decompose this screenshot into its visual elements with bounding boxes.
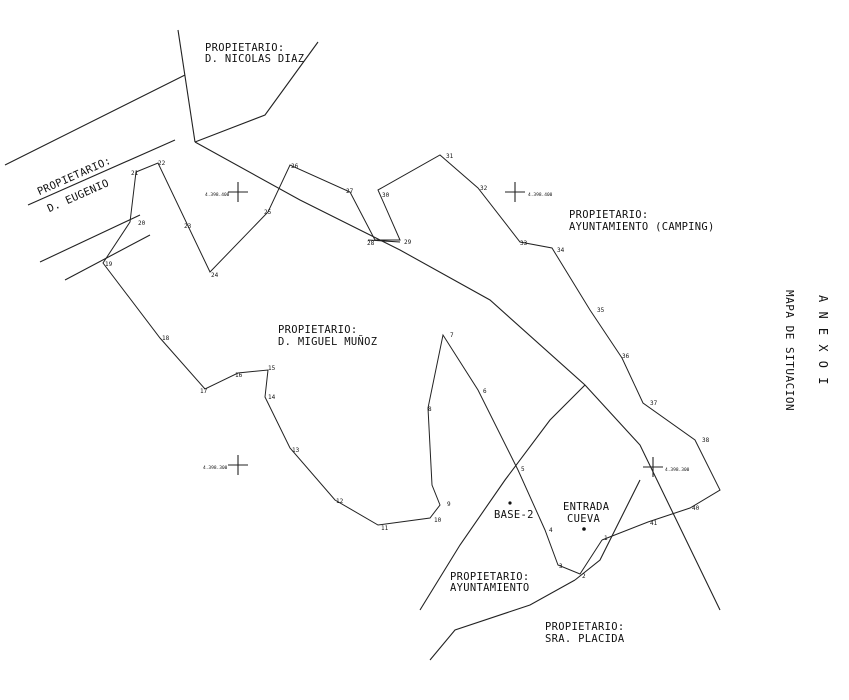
grid-cross-nw: 4.398.400 — [205, 182, 248, 202]
station-25: 25 — [264, 209, 272, 216]
station-7: 7 — [450, 332, 454, 339]
station-11: 11 — [381, 525, 389, 532]
grid-cross-se: 4.398.300 — [643, 457, 690, 477]
station-22: 22 — [158, 160, 166, 167]
station-13: 13 — [292, 447, 300, 454]
station-18: 18 — [162, 335, 170, 342]
boundary-road-nicolas — [194, 41, 319, 143]
station-6: 6 — [483, 388, 487, 395]
base-marker — [508, 501, 512, 505]
station-38: 38 — [702, 437, 710, 444]
entrance-label-line1: ENTRADA — [563, 501, 610, 513]
owner-ayuntamiento-title: PROPIETARIO: — [450, 571, 530, 583]
station-20: 20 — [138, 220, 146, 227]
station-10: 10 — [434, 517, 442, 524]
annex-title: A N E X O I — [816, 295, 830, 386]
station-14: 14 — [268, 394, 276, 401]
owner-nicolas-title: PROPIETARIO: — [205, 42, 285, 54]
station-21: 21 — [131, 170, 139, 177]
owner-miguel-title: PROPIETARIO: — [278, 324, 358, 336]
station-30: 30 — [382, 192, 390, 199]
station-28: 28 — [367, 240, 375, 247]
station-3: 3 — [559, 563, 563, 570]
station-26: 26 — [291, 163, 299, 170]
boundary-ayuntamiento-left — [419, 384, 586, 611]
entrance-marker — [582, 527, 586, 531]
station-35: 35 — [597, 307, 605, 314]
station-34: 34 — [557, 247, 565, 254]
owner-nicolas-name: D. NICOLAS DIAZ — [205, 53, 305, 65]
grid-label-ne: 4.398.400 — [528, 192, 553, 198]
owner-miguel-name: D. MIGUEL MUÑOZ — [278, 336, 378, 348]
grid-label-nw: 4.398.400 — [205, 192, 230, 198]
survey-traverse — [102, 154, 721, 575]
grid-label-sw: 4.398.300 — [203, 465, 228, 471]
station-29: 29 — [404, 239, 412, 246]
station-31: 31 — [446, 153, 454, 160]
owner-placida-name: SRA. PLACIDA — [545, 633, 625, 645]
station-32: 32 — [480, 185, 488, 192]
station-41: 41 — [650, 520, 658, 527]
station-8: 8 — [428, 406, 432, 413]
station-40: 40 — [692, 505, 700, 512]
feature-markers — [508, 501, 586, 531]
grid-crosses: 4.398.400 4.398.400 4.398.300 4.398.300 — [203, 182, 690, 477]
boundary-ayuntamiento-bottom — [429, 579, 576, 661]
station-15: 15 — [268, 365, 276, 372]
station-19: 19 — [105, 261, 113, 268]
boundary-eugenio-low2 — [64, 234, 151, 281]
boundary-main-diagonal — [194, 141, 721, 611]
station-23: 23 — [184, 223, 192, 230]
traverse-branch — [367, 239, 401, 243]
station-33: 33 — [520, 240, 528, 247]
owner-camping-title: PROPIETARIO: — [569, 209, 649, 221]
station-36: 36 — [622, 353, 630, 360]
station-2: 2 — [582, 573, 586, 580]
station-labels: 1 2 3 4 5 6 7 8 9 10 11 12 13 14 15 16 1… — [105, 153, 710, 580]
boundary-road-upper — [4, 74, 186, 166]
station-9: 9 — [447, 501, 451, 508]
grid-cross-sw: 4.398.300 — [203, 455, 248, 475]
station-12: 12 — [336, 498, 344, 505]
station-37: 37 — [650, 400, 658, 407]
station-1: 1 — [604, 535, 608, 542]
grid-label-se: 4.398.300 — [665, 467, 690, 473]
station-4: 4 — [549, 527, 553, 534]
property-boundaries — [4, 29, 721, 661]
base-label: BASE-2 — [494, 509, 534, 521]
station-5: 5 — [521, 466, 525, 473]
station-17: 17 — [200, 388, 208, 395]
station-16: 16 — [235, 372, 243, 379]
owner-camping-name: AYUNTAMIENTO (CAMPING) — [569, 221, 715, 233]
boundary-entrance — [574, 479, 641, 581]
boundary-eugenio-upper — [27, 139, 176, 206]
owner-ayuntamiento-name: AYUNTAMIENTO — [450, 582, 530, 594]
station-24: 24 — [211, 272, 219, 279]
owner-placida-title: PROPIETARIO: — [545, 621, 625, 633]
boundary-vertical-top — [177, 29, 196, 143]
annex-subtitle: MAPA DE SITUACION — [783, 290, 796, 412]
traverse-line — [102, 154, 721, 575]
grid-cross-ne: 4.398.400 — [505, 182, 553, 202]
boundary-eugenio-lower — [39, 214, 141, 263]
entrance-label-line2: CUEVA — [567, 513, 601, 525]
station-27: 27 — [346, 188, 354, 195]
